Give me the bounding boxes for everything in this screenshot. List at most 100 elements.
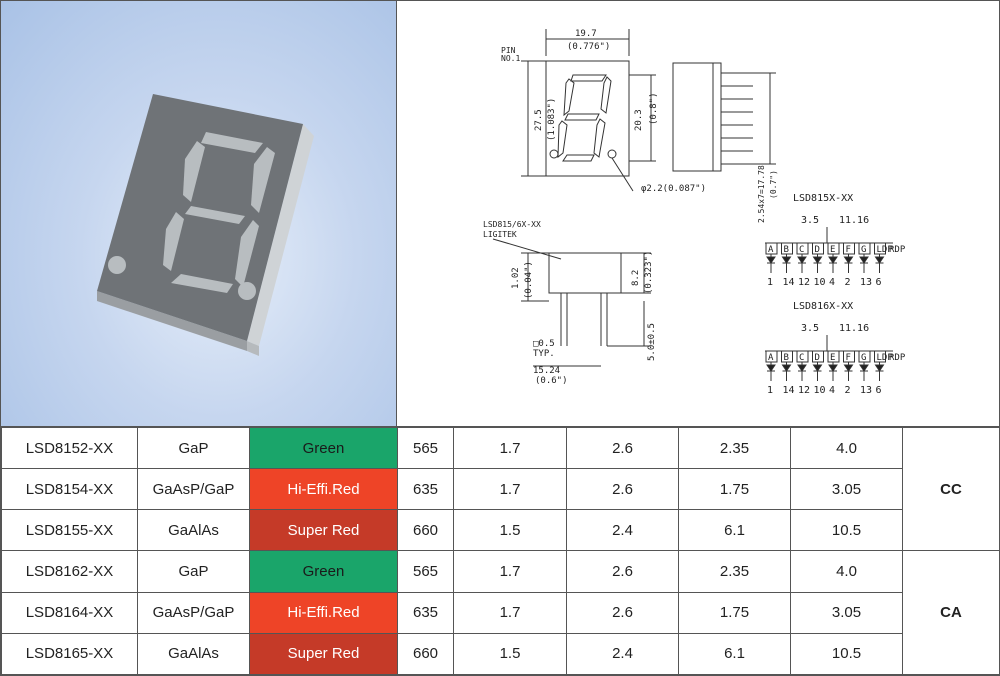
part-number-cell: LSD8152-XX	[1, 426, 138, 470]
emitted-color-cell: Green	[249, 426, 398, 470]
seven-segment-display-image	[97, 94, 314, 356]
side-h1-in: (0.04")	[524, 261, 534, 299]
digit-in: (0.8")	[649, 92, 659, 125]
front-view-outline	[545, 60, 630, 177]
material-cell: GaAlAs	[137, 632, 250, 676]
pin-number: 10	[814, 385, 826, 396]
pin-number: 2	[845, 277, 851, 288]
pin-span: 2.54x7=17.78	[757, 165, 766, 223]
iv-typ-cell: 10.5	[790, 632, 903, 676]
material-cell: GaAsP/GaP	[137, 591, 250, 634]
pin-number: 14	[783, 385, 795, 396]
segment-label-a: A	[768, 245, 774, 255]
diode-icon	[797, 364, 807, 372]
lead-typ: TYP.	[533, 349, 555, 359]
diode-icon	[812, 256, 823, 264]
vf-max-cell: 2.6	[566, 550, 679, 593]
segment-label-g: G	[861, 353, 866, 363]
common-pin-left: 3.5	[801, 215, 819, 226]
segment-label-a: A	[768, 353, 774, 363]
emitted-color-cell: Super Red	[249, 509, 398, 552]
part-number-cell: LSD8154-XX	[1, 468, 138, 511]
emitted-color-cell: Green	[249, 550, 398, 593]
wavelength-cell: 635	[397, 468, 454, 511]
side-h2-in: (0.323")	[644, 251, 654, 294]
material-cell: GaP	[137, 426, 250, 470]
diode-icon	[828, 364, 838, 372]
common-pin-right: 11.16	[839, 215, 869, 226]
segment-label-e: E	[830, 245, 835, 255]
pin-number: 10	[814, 277, 826, 288]
diode-icon	[828, 256, 838, 264]
material-cell: GaAsP/GaP	[137, 468, 250, 511]
digit-mm: 20.3	[634, 109, 644, 131]
vf-max-cell: 2.4	[566, 632, 679, 676]
side-model: LSD815/6X-XX	[483, 220, 541, 229]
width-mm: 19.7	[575, 29, 597, 39]
wavelength-cell: 565	[397, 426, 454, 470]
part-number-cell: LSD8162-XX	[1, 550, 138, 593]
iv-typ-cell: 10.5	[790, 509, 903, 552]
vf-max-cell: 2.6	[566, 468, 679, 511]
pin-number: 1	[767, 385, 773, 396]
segment-label-b: B	[784, 353, 789, 363]
segment-label-f: F	[846, 353, 851, 363]
side-view-outline	[672, 62, 714, 172]
diode-icon	[843, 364, 854, 372]
circuit-model: LSD815X-XX	[793, 193, 853, 204]
segment-label-rdp: RDP	[889, 353, 906, 363]
row-in: (0.6")	[535, 376, 568, 386]
part-number-cell: LSD8165-XX	[1, 632, 138, 676]
wavelength-cell: 660	[397, 509, 454, 552]
material-cell: GaP	[137, 550, 250, 593]
iv-min-cell: 2.35	[678, 426, 791, 470]
pin-number: 12	[798, 277, 810, 288]
pin-no1-text: PIN	[501, 46, 516, 55]
product-photo	[1, 1, 397, 427]
emitted-color-cell: Super Red	[249, 632, 398, 676]
iv-min-cell: 2.35	[678, 550, 791, 593]
diode-icon	[843, 256, 854, 264]
segment-label-d: D	[815, 245, 820, 255]
diode-icon	[874, 256, 885, 264]
wavelength-cell: 635	[397, 591, 454, 634]
part-number-cell: LSD8155-XX	[1, 509, 138, 552]
wavelength-cell: 660	[397, 632, 454, 676]
dimension-drawing: PIN NO.1 19.7 (0.776")	[397, 1, 999, 427]
side-view-pins	[721, 72, 753, 165]
iv-min-cell: 1.75	[678, 591, 791, 634]
vf-max-cell: 2.4	[566, 509, 679, 552]
pin-span-in: (0.7")	[769, 170, 778, 199]
pin-number: 4	[829, 385, 835, 396]
common-pin-right: 11.16	[839, 323, 869, 334]
side-brand: LIGITEK	[483, 230, 517, 239]
part-number-cell: LSD8164-XX	[1, 591, 138, 634]
iv-min-cell: 6.1	[678, 632, 791, 676]
segment-label-b: B	[784, 245, 789, 255]
segment-label-f: F	[846, 245, 851, 255]
emitted-color-cell: Hi-Effi.Red	[249, 468, 398, 511]
iv-min-cell: 1.75	[678, 468, 791, 511]
iv-typ-cell: 3.05	[790, 591, 903, 634]
side-h1-mm: 1.02	[511, 267, 521, 289]
segment-label-ldp: LDP	[877, 353, 894, 363]
iv-typ-cell: 4.0	[790, 426, 903, 470]
pin-number: 6	[876, 277, 882, 288]
vf-typ-cell: 1.5	[453, 509, 567, 552]
diode-icon	[766, 256, 776, 264]
pin-no1-number: NO.1	[501, 54, 520, 63]
pin-number: 13	[860, 385, 872, 396]
diode-icon	[766, 364, 776, 372]
iv-typ-cell: 4.0	[790, 550, 903, 593]
segment-label-d: D	[815, 353, 820, 363]
circuit-model: LSD816X-XX	[793, 301, 853, 312]
pin-number: 4	[829, 277, 835, 288]
material-cell: GaAlAs	[137, 509, 250, 552]
vf-typ-cell: 1.7	[453, 468, 567, 511]
